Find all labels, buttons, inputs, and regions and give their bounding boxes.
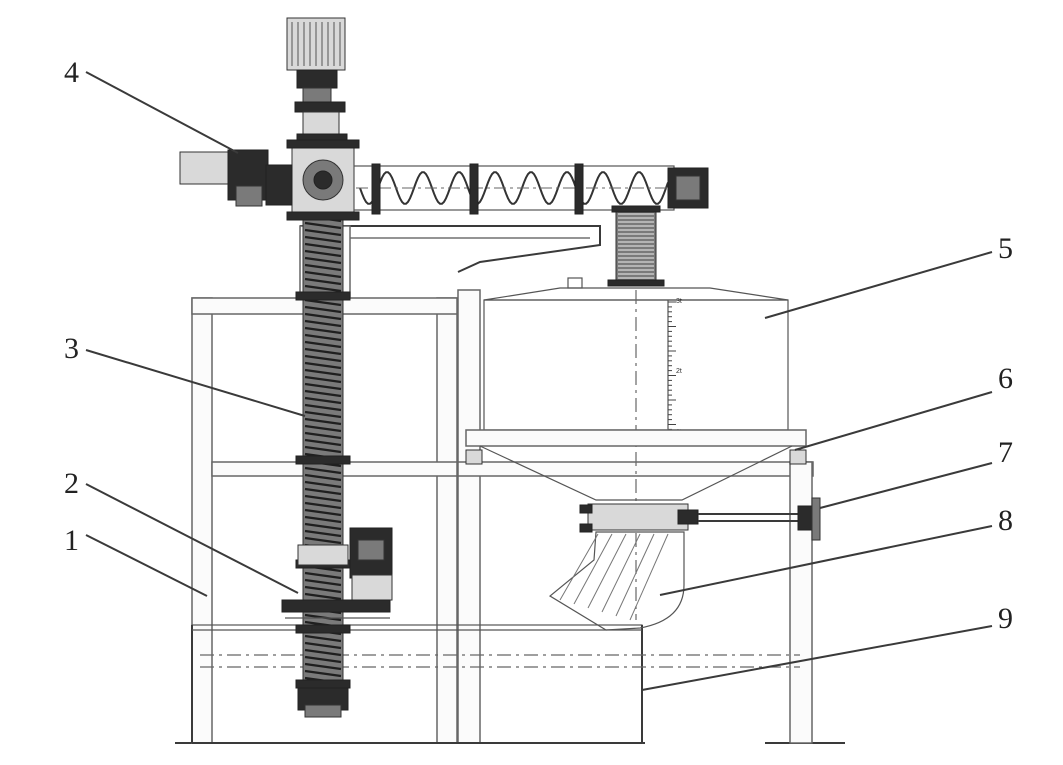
callout-8: 8 (998, 504, 1013, 537)
leader-4 (85, 71, 239, 154)
callout-9: 9 (998, 602, 1013, 635)
leader-lines (85, 71, 993, 691)
support-frame (191, 225, 814, 744)
scale-label-mid: 2t (676, 368, 682, 375)
callout-7: 7 (998, 436, 1013, 469)
top-motor (286, 17, 348, 145)
tank (191, 624, 800, 744)
bottom-drive (281, 527, 393, 619)
callout-4: 4 (64, 56, 79, 89)
callout-2: 2 (64, 467, 79, 500)
leader-3 (85, 349, 306, 417)
callout-3: 3 (64, 332, 79, 365)
callout-6: 6 (998, 362, 1013, 395)
callout-numbers: 1 2 3 4 5 6 7 8 9 (64, 56, 1013, 635)
leader-6 (794, 391, 993, 451)
scale-label-top: 3t (676, 298, 682, 305)
hopper: 3t 2t 1t (465, 277, 807, 620)
horizontal-screw-conveyor (179, 149, 709, 215)
leader-8 (659, 525, 993, 596)
leader-9 (641, 625, 993, 691)
leader-1 (85, 534, 208, 597)
callout-1: 1 (64, 524, 79, 557)
leader-2 (85, 483, 299, 594)
transfer-junction (286, 139, 360, 221)
bellows (607, 205, 665, 287)
vertical-screw-conveyor (295, 197, 351, 718)
slide-valve (579, 497, 821, 541)
discharge-chute (548, 531, 685, 631)
leader-7 (819, 462, 993, 509)
callout-5: 5 (998, 232, 1013, 265)
leader-5 (764, 251, 993, 319)
